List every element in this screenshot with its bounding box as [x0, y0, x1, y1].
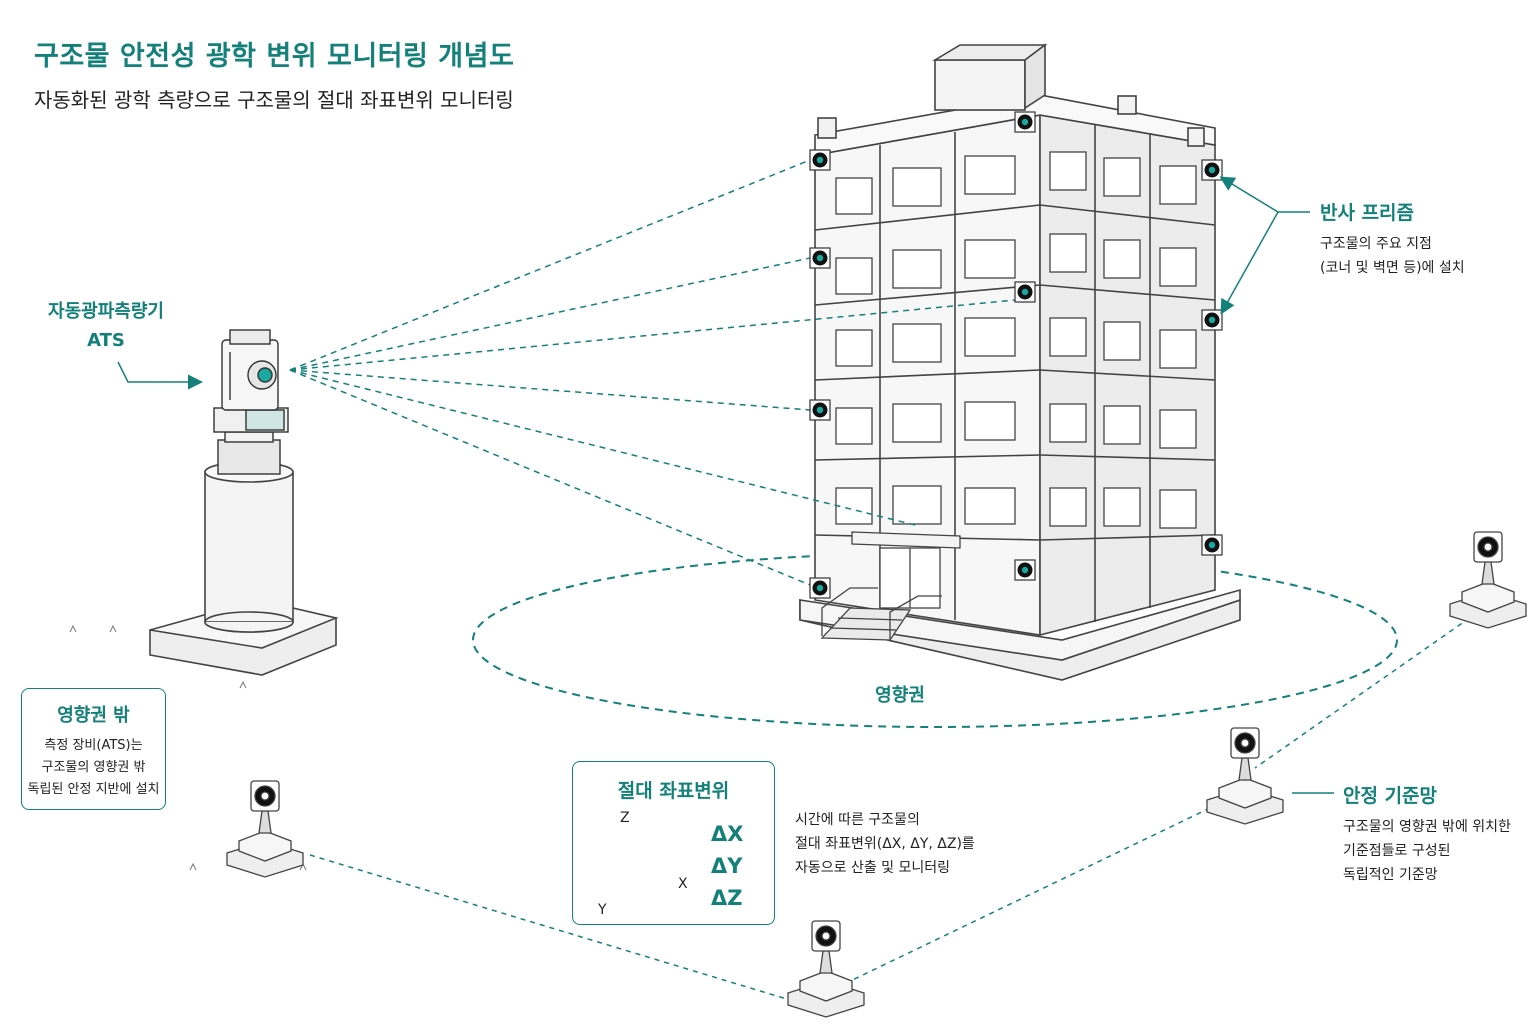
reflective-prism-icon	[1201, 534, 1223, 556]
outside-zone-line-2: 구조물의 영향권 밖	[41, 760, 146, 775]
ats-callout-arrow	[117, 361, 203, 390]
outside-zone-box: 영향권 밖 측정 장비(ATS)는 구조물의 영향권 밖 독립된 안정 지반에 …	[21, 688, 166, 810]
building-windows	[835, 151, 1197, 529]
reflective-prism-icon	[809, 577, 831, 599]
delta-y: ΔY	[711, 854, 743, 878]
outside-zone-line-3: 독립된 안정 지반에 설치	[27, 782, 160, 797]
time-note-1: 시간에 따른 구조물의	[795, 812, 920, 828]
absolute-displacement-box: 절대 좌표변위 ΔX ΔY ΔZ	[572, 761, 775, 925]
prism-title: 반사 프리즘	[1320, 202, 1415, 224]
control-point-monument	[1206, 727, 1284, 825]
control-line-2: 기준점들로 구성된	[1343, 843, 1451, 859]
control-point-monument	[787, 920, 865, 1018]
prism-callout-lines	[1219, 176, 1310, 315]
outside-zone-line-1: 측정 장비(ATS)는	[44, 738, 143, 753]
delta-z: ΔZ	[711, 886, 743, 910]
ats-pillar	[149, 461, 339, 676]
outside-zone-title: 영향권 밖	[57, 705, 130, 726]
delta-x: ΔX	[711, 822, 744, 846]
ats-label-ko: 자동광파측량기	[48, 301, 164, 322]
abs-title: 절대 좌표변위	[617, 780, 730, 802]
building-prisms	[809, 111, 1223, 599]
building-entrance	[820, 531, 961, 641]
control-point-monument	[1449, 531, 1527, 629]
reflective-prism-icon	[1201, 159, 1223, 181]
control-line-3: 독립적인 기준망	[1343, 867, 1438, 883]
sight-lines	[289, 159, 1016, 586]
axis-x-label: X	[678, 876, 688, 892]
control-network-lines	[309, 611, 1479, 1001]
control-point-monument	[226, 780, 304, 878]
ats-instrument	[213, 329, 289, 475]
time-note-2: 절대 좌표변위(ΔX, ΔY, ΔZ)를	[795, 836, 975, 852]
reflective-prism-icon	[1014, 111, 1036, 133]
control-line-1: 구조물의 영향권 밖에 위치한	[1343, 819, 1511, 835]
axis-y-label: Y	[598, 902, 607, 918]
page-title: 구조물 안전성 광학 변위 모니터링 개념도	[34, 41, 515, 72]
prism-desc-2: (코너 및 벽면 등)에 설치	[1320, 260, 1465, 276]
control-monuments	[226, 531, 1527, 1018]
reflective-prism-icon	[809, 399, 831, 421]
page-subtitle: 자동화된 광학 측량으로 구조물의 절대 좌표변위 모니터링	[34, 88, 514, 112]
time-note-3: 자동으로 산출 및 모니터링	[795, 860, 951, 876]
reflective-prism-icon	[809, 247, 831, 269]
reflective-prism-icon	[1201, 309, 1223, 331]
prism-desc-1: 구조물의 주요 지점	[1320, 236, 1432, 252]
reflective-prism-icon	[1014, 559, 1036, 581]
axis-z-label: Z	[620, 810, 630, 826]
reflective-prism-icon	[1014, 281, 1036, 303]
zone-label: 영향권	[875, 685, 925, 706]
ats-label-en: ATS	[87, 330, 125, 351]
control-title: 안정 기준망	[1343, 785, 1438, 807]
reflective-prism-icon	[809, 149, 831, 171]
